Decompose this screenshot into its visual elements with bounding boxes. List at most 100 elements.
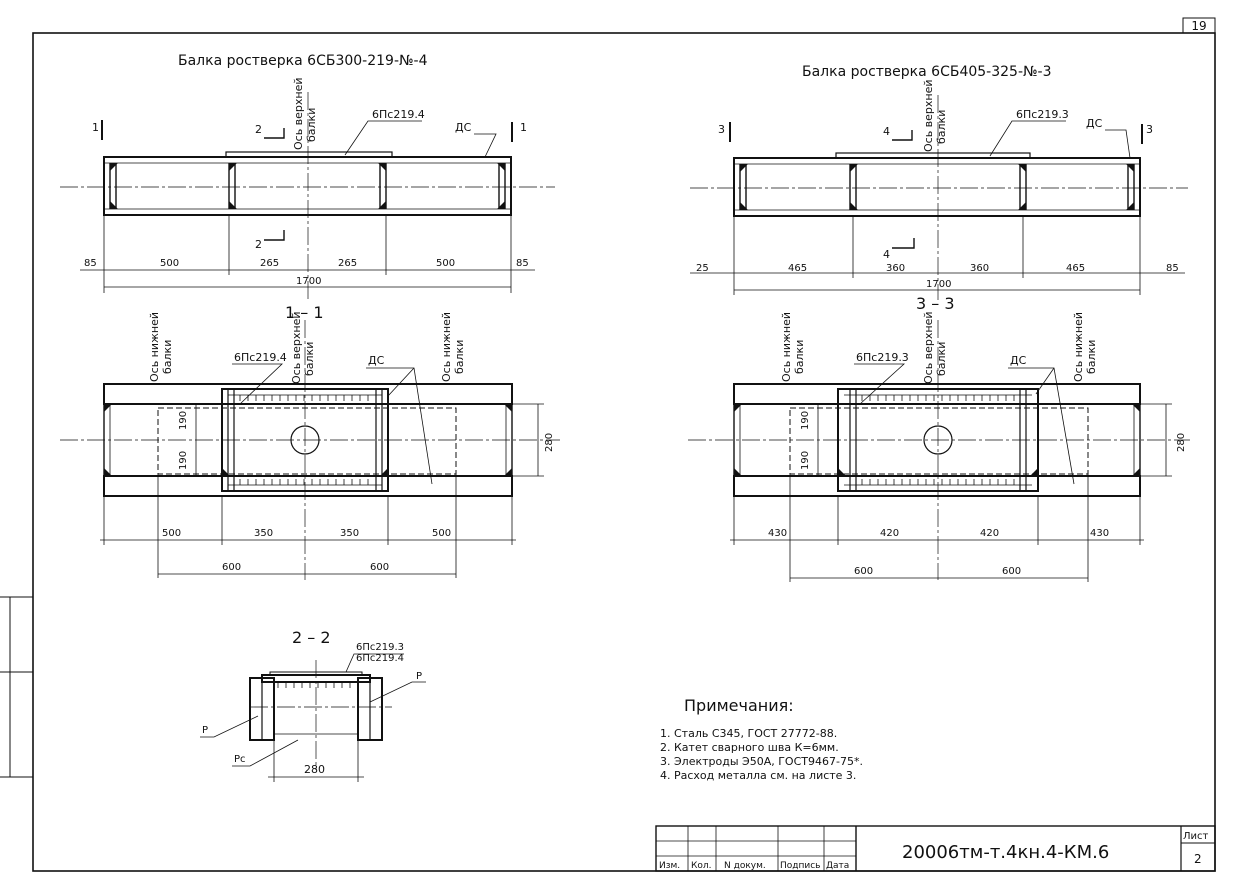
top-sheet-number: 19: [1191, 19, 1206, 33]
section-3-3-dim-2: 420: [980, 528, 999, 539]
beam-right-view: Балка ростверка 6СБ405-325-№-3 Ось верхн…: [690, 64, 1188, 300]
beam-right-plate-label: 6Пс219.3: [1016, 108, 1069, 121]
section-3-3-axis-lower-left: Ось нижней: [780, 312, 793, 382]
section-3-3-dim-3: 430: [1090, 528, 1109, 539]
section-3-3-axis-lower-right-2: балки: [1085, 340, 1098, 374]
beam-left-dim-4: 500: [436, 258, 455, 269]
section-2-2-plate-a: 6Пс219.3: [356, 642, 404, 653]
section-1-1-dim2-1: 600: [370, 562, 389, 573]
beam-right-cut-4a: 4: [883, 125, 890, 138]
section-3-3-vdim-0: 190: [800, 411, 811, 430]
section-1-1-dim2-0: 600: [222, 562, 241, 573]
beam-right-ds-label: ДС: [1086, 117, 1103, 130]
section-1-1-axis-upper: Ось верхней: [290, 311, 303, 384]
section-1-1: 1 – 1: [60, 303, 560, 580]
section-2-2-pc: Рс: [234, 754, 246, 765]
stamp-header-date: Дата: [826, 861, 849, 871]
beam-left-view: Балка ростверка 6СБ300-219-№-4 Ось верхн…: [60, 53, 555, 300]
section-1-1-plate-label: 6Пс219.4: [234, 351, 287, 364]
beam-left-plate-label: 6Пс219.4: [372, 108, 425, 121]
stamp-header-kol: Кол.: [691, 861, 712, 871]
note-item-4: 4. Расход металла см. на листе 3.: [660, 769, 856, 782]
beam-left-cut-1b: 1: [520, 121, 527, 134]
sheet-frame: [32, 32, 1216, 872]
beam-right-dim-0: 25: [696, 263, 709, 274]
section-2-2-p-right: Р: [416, 671, 422, 682]
stamp-header-sign: Подпись: [780, 861, 820, 871]
section-1-1-dim-3: 500: [432, 528, 451, 539]
section-3-3-vdim-1: 190: [800, 451, 811, 470]
section-1-1-axis-lower-left: Ось нижней: [148, 312, 161, 382]
beam-right-dim-4: 465: [1066, 263, 1085, 274]
section-3-3-axis-upper: Ось верхней: [922, 311, 935, 384]
note-item-1: 1. Сталь С345, ГОСТ 27772-88.: [660, 727, 837, 740]
beam-right-cut-3a: 3: [718, 123, 725, 136]
stamp-header-doc: N докум.: [724, 861, 766, 871]
section-3-3-dim2-1: 600: [1002, 566, 1021, 577]
beam-left-axis-label: Ось верхней: [292, 77, 305, 150]
beam-left-ds-label: ДС: [455, 121, 472, 134]
section-3-3-axis-upper-2: балки: [935, 342, 948, 376]
section-1-1-axis-lower-left-2: балки: [161, 340, 174, 374]
section-3-3-dim2-0: 600: [854, 566, 873, 577]
top-sheet-number-box: [1182, 17, 1216, 34]
beam-right-dim-3: 360: [970, 263, 989, 274]
left-margin-strip: [0, 596, 33, 778]
title-stamp: Изм. Кол. N докум. Подпись Дата 20006тм-…: [655, 825, 1216, 872]
section-2-2-title: 2 – 2: [292, 628, 331, 647]
beam-left-dim-0: 85: [84, 258, 97, 269]
beam-right-dim-2: 360: [886, 263, 905, 274]
beam-left-dim-2: 265: [260, 258, 279, 269]
beam-right-dim-total: 1700: [926, 279, 951, 290]
section-3-3-dim-0: 430: [768, 528, 787, 539]
stamp-header-izm: Изм.: [659, 861, 680, 871]
section-1-1-axis-upper-2: балки: [303, 342, 316, 376]
beam-left-dim-1: 500: [160, 258, 179, 269]
section-1-1-vdim-1: 190: [178, 451, 189, 470]
beam-right-axis-label: Ось верхней: [922, 79, 935, 152]
beam-left-dim-5: 85: [516, 258, 529, 269]
section-1-1-dim-1: 350: [254, 528, 273, 539]
beam-right-dim-5: 85: [1166, 263, 1179, 274]
beam-left-cut-1a: 1: [92, 121, 99, 134]
beam-right-cut-4b: 4: [883, 248, 890, 261]
notes-block: Примечания: 1. Сталь С345, ГОСТ 27772-88…: [660, 696, 863, 782]
section-2-2: 2 – 2 6Пс219.3 6Пс219.4 Р Р Рс 280: [200, 628, 426, 782]
section-1-1-hdim: 280: [544, 433, 555, 452]
section-3-3-title: 3 – 3: [916, 294, 955, 313]
beam-right-title: Балка ростверка 6СБ405-325-№-3: [802, 64, 1052, 80]
beam-left-dim-total: 1700: [296, 276, 321, 287]
section-2-2-p-left: Р: [202, 725, 208, 736]
beam-left-title: Балка ростверка 6СБ300-219-№-4: [178, 53, 428, 69]
notes-title: Примечания:: [684, 696, 794, 715]
beam-right-axis-label-2: балки: [935, 110, 948, 144]
section-1-1-dim-2: 350: [340, 528, 359, 539]
section-1-1-vdim-0: 190: [178, 411, 189, 430]
beam-left-cut-2b: 2: [255, 238, 262, 251]
beam-left-axis-label-2: балки: [305, 108, 318, 142]
section-3-3-plate-label: 6Пс219.3: [856, 351, 909, 364]
section-3-3-axis-lower-left-2: балки: [793, 340, 806, 374]
section-1-1-axis-lower-right-2: балки: [453, 340, 466, 374]
section-3-3-dim-1: 420: [880, 528, 899, 539]
note-item-3: 3. Электроды Э50А, ГОСТ9467-75*.: [660, 755, 863, 768]
section-3-3-hdim: 280: [1176, 433, 1187, 452]
beam-right-dim-1: 465: [788, 263, 807, 274]
section-1-1-title: 1 – 1: [285, 303, 324, 322]
stamp-document-code: 20006тм-т.4кн.4-КМ.6: [902, 842, 1109, 863]
section-3-3-axis-lower-right: Ось нижней: [1072, 312, 1085, 382]
beam-left-cut-2a: 2: [255, 123, 262, 136]
stamp-sheet-number: 2: [1194, 852, 1202, 866]
stamp-sheet-label: Лист: [1183, 831, 1209, 842]
section-3-3-ds-label: ДС: [1010, 354, 1027, 367]
note-item-2: 2. Катет сварного шва К=6мм.: [660, 741, 839, 754]
section-3-3: 3 – 3: [688, 294, 1190, 582]
section-2-2-width: 280: [304, 763, 325, 776]
beam-left-dim-3: 265: [338, 258, 357, 269]
section-1-1-dim-0: 500: [162, 528, 181, 539]
section-2-2-plate-b: 6Пс219.4: [356, 653, 404, 664]
section-1-1-ds-label: ДС: [368, 354, 385, 367]
section-1-1-axis-lower-right: Ось нижней: [440, 312, 453, 382]
beam-right-cut-3b: 3: [1146, 123, 1153, 136]
